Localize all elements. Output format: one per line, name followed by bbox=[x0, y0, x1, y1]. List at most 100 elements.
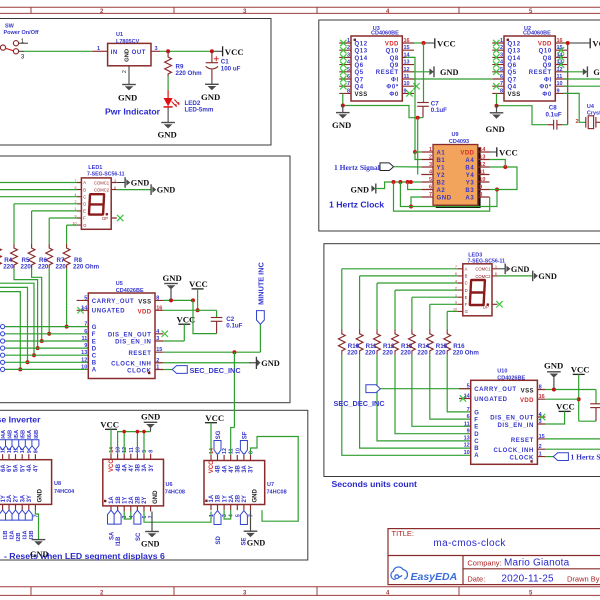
svg-text:7: 7 bbox=[429, 192, 432, 198]
svg-text:1Y: 1Y bbox=[222, 495, 228, 502]
svg-text:COMC1: COMC1 bbox=[475, 267, 491, 272]
svg-text:A1: A1 bbox=[437, 150, 446, 156]
svg-text:2A: 2A bbox=[229, 494, 235, 502]
svg-text:2020-11-25: 2020-11-25 bbox=[501, 574, 554, 585]
svg-text:7: 7 bbox=[455, 265, 457, 269]
svg-text:CD4060BE: CD4060BE bbox=[371, 30, 399, 36]
svg-text:VCC: VCC bbox=[109, 459, 115, 472]
svg-text:4Y: 4Y bbox=[34, 465, 40, 472]
svg-text:8: 8 bbox=[539, 385, 542, 391]
svg-text:7: 7 bbox=[75, 179, 77, 183]
svg-text:Φ0*: Φ0* bbox=[386, 85, 398, 91]
svg-text:9: 9 bbox=[455, 301, 457, 305]
svg-text:13: 13 bbox=[81, 350, 87, 356]
svg-text:3Y: 3Y bbox=[149, 464, 155, 471]
svg-text:10: 10 bbox=[81, 364, 87, 370]
svg-text:220: 220 bbox=[56, 264, 67, 271]
svg-text:C: C bbox=[83, 194, 86, 199]
svg-text:15: 15 bbox=[404, 45, 410, 51]
svg-text:Q10: Q10 bbox=[386, 49, 399, 55]
svg-text:I1B: I1B bbox=[3, 530, 9, 539]
svg-text:Q13: Q13 bbox=[355, 49, 368, 55]
svg-text:2: 2 bbox=[500, 45, 503, 51]
svg-text:DIS_EN_IN: DIS_EN_IN bbox=[497, 423, 533, 429]
svg-text:GND: GND bbox=[593, 68, 600, 77]
svg-text:GND: GND bbox=[38, 488, 44, 502]
svg-text:6: 6 bbox=[455, 272, 457, 276]
svg-text:2: 2 bbox=[347, 45, 350, 51]
svg-text:Φ0: Φ0 bbox=[542, 92, 552, 98]
svg-text:B: B bbox=[83, 187, 86, 192]
svg-text:VDD: VDD bbox=[385, 41, 399, 47]
svg-text:A: A bbox=[83, 180, 86, 185]
svg-text:14: 14 bbox=[464, 394, 471, 400]
svg-text:2: 2 bbox=[429, 155, 432, 161]
svg-text:C: C bbox=[92, 354, 97, 360]
svg-text:VCC: VCC bbox=[556, 402, 575, 412]
svg-text:3: 3 bbox=[21, 54, 25, 61]
svg-text:16: 16 bbox=[557, 38, 563, 44]
svg-text:3: 3 bbox=[122, 516, 128, 519]
svg-text:Q8: Q8 bbox=[390, 56, 399, 62]
svg-text:2Y: 2Y bbox=[242, 495, 248, 502]
svg-text:Y4: Y4 bbox=[466, 173, 475, 179]
svg-text:4: 4 bbox=[129, 516, 135, 519]
svg-text:8: 8 bbox=[114, 186, 116, 190]
svg-text:1: 1 bbox=[500, 38, 503, 44]
svg-text:2: 2 bbox=[455, 286, 457, 290]
svg-text:B3: B3 bbox=[465, 188, 474, 194]
svg-text:Q4: Q4 bbox=[508, 85, 517, 91]
svg-text:VSS: VSS bbox=[355, 92, 368, 98]
svg-text:15: 15 bbox=[539, 434, 545, 440]
svg-text:5: 5 bbox=[467, 384, 470, 390]
svg-text:E: E bbox=[83, 209, 86, 214]
svg-text:13: 13 bbox=[404, 60, 410, 66]
svg-text:A2: A2 bbox=[437, 188, 446, 194]
svg-text:VCC: VCC bbox=[592, 39, 600, 49]
svg-text:SE: SE bbox=[241, 537, 247, 545]
svg-text:4: 4 bbox=[500, 60, 504, 66]
svg-text:Q14: Q14 bbox=[355, 56, 368, 62]
svg-text:1: 1 bbox=[455, 294, 457, 298]
svg-text:GND: GND bbox=[437, 195, 452, 201]
svg-text:3A: 3A bbox=[20, 494, 26, 502]
svg-text:B1: B1 bbox=[437, 158, 446, 164]
svg-text:1: 1 bbox=[156, 365, 159, 371]
svg-text:C7: C7 bbox=[431, 100, 439, 107]
svg-text:Seconds units count: Seconds units count bbox=[332, 479, 418, 489]
svg-text:VSS: VSS bbox=[138, 299, 151, 305]
svg-text:4: 4 bbox=[429, 170, 433, 176]
svg-text:3B: 3B bbox=[236, 464, 242, 472]
svg-text:6: 6 bbox=[347, 74, 350, 80]
svg-text:VCC: VCC bbox=[209, 460, 215, 473]
svg-text:VCC: VCC bbox=[205, 413, 224, 423]
svg-text:U6: U6 bbox=[166, 482, 173, 488]
svg-text:4: 4 bbox=[156, 329, 160, 335]
svg-text:10: 10 bbox=[235, 448, 241, 454]
svg-text:CLOCK_INH: CLOCK_INH bbox=[493, 448, 533, 454]
svg-text:A: A bbox=[92, 368, 97, 374]
svg-text:2: 2 bbox=[75, 200, 77, 204]
svg-text:14: 14 bbox=[557, 52, 564, 58]
svg-text:220 Ohm: 220 Ohm bbox=[176, 70, 203, 77]
svg-text:R9: R9 bbox=[176, 63, 184, 70]
svg-text:R4: R4 bbox=[4, 257, 12, 264]
svg-text:Q6: Q6 bbox=[355, 63, 364, 69]
svg-text:6: 6 bbox=[142, 516, 148, 519]
svg-text:5Y: 5Y bbox=[20, 465, 26, 472]
svg-text:Φ0*: Φ0* bbox=[539, 85, 551, 91]
svg-text:13: 13 bbox=[1, 447, 7, 453]
svg-text:10: 10 bbox=[479, 177, 485, 183]
svg-text:ΦI: ΦI bbox=[544, 77, 552, 83]
svg-text:CD4060BE: CD4060BE bbox=[523, 30, 551, 36]
svg-text:220 Ohm: 220 Ohm bbox=[73, 264, 100, 271]
svg-text:E: E bbox=[465, 295, 468, 300]
svg-text:1A: 1A bbox=[109, 496, 115, 504]
svg-text:UNGATED: UNGATED bbox=[92, 309, 125, 315]
svg-text:Q14: Q14 bbox=[508, 56, 521, 62]
svg-text:CLOCK: CLOCK bbox=[510, 456, 534, 462]
svg-text:R8: R8 bbox=[74, 257, 82, 264]
svg-text:GND: GND bbox=[332, 120, 351, 130]
svg-text:3: 3 bbox=[156, 336, 159, 342]
svg-text:8: 8 bbox=[156, 295, 159, 301]
